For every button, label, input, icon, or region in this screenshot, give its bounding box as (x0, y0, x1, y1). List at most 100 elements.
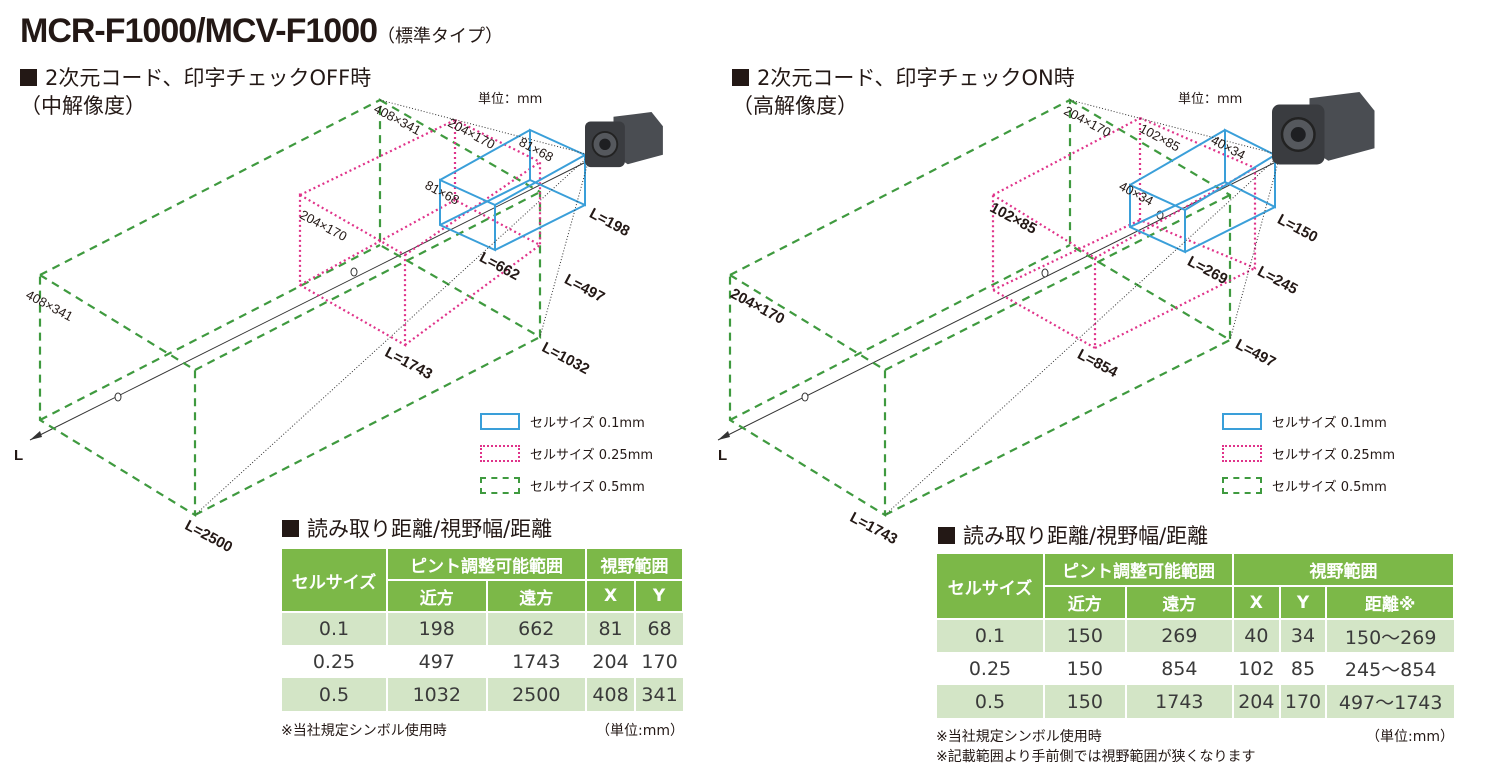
fov-0-25mm-edge (992, 117, 1141, 196)
left-heading: 2次元コード、印字チェックOFF時（中解像度） (20, 64, 371, 120)
table-cell: 150 (1043, 652, 1126, 685)
legend-item: セルサイズ 0.5mm (480, 476, 653, 495)
legend-item: セルサイズ 0.25mm (480, 444, 653, 463)
fov-0-1mm-edge (439, 129, 531, 181)
header-x: X (1232, 585, 1281, 620)
table-cell: 341 (634, 678, 683, 711)
table-cell: 497〜1743 (1325, 685, 1454, 718)
solid-swatch-icon (1222, 413, 1262, 430)
fov-0-5mm-edge (39, 99, 381, 276)
table-cell: 102 (1232, 652, 1280, 685)
legend-label: セルサイズ 0.5mm (530, 480, 645, 495)
fov-0-1mm-edge (1184, 206, 1276, 253)
header-cell-size: セルサイズ (935, 552, 1045, 620)
table-cell: 198 (386, 612, 487, 645)
legend-item: セルサイズ 0.1mm (480, 412, 653, 431)
fov-0-5mm-edge (884, 194, 1231, 371)
fov-0-5mm-edge (194, 336, 541, 516)
header-distance: 距離※ (1325, 585, 1455, 620)
fov-0-1mm-edge (439, 179, 531, 226)
optical-axis (29, 159, 591, 441)
arrow-icon (30, 431, 42, 440)
table-cell: 170 (1278, 685, 1327, 718)
table-cell: 854 (1124, 652, 1234, 685)
table-cell: 0.5 (280, 678, 387, 711)
table-cell: 68 (634, 612, 683, 645)
zero-marker (350, 267, 358, 277)
header-cell-size: セルサイズ (280, 547, 388, 613)
axis-label: L (14, 447, 24, 464)
header-x: X (584, 579, 637, 613)
view-cone-line (1229, 154, 1281, 341)
dashed-swatch-icon (480, 477, 520, 494)
table-cell: 1032 (386, 678, 487, 711)
legend-label: セルサイズ 0.1mm (530, 416, 645, 431)
fov-0-5mm-far-face (378, 98, 542, 339)
header-view-range: 視野範囲 (1232, 552, 1455, 587)
right-unit: 単位：mm (1178, 92, 1243, 107)
legend-right: セルサイズ 0.1mm セルサイズ 0.25mm セルサイズ 0.5mm (1222, 412, 1395, 495)
fov-0-25mm-far-face (1138, 116, 1257, 270)
table-cell: 85 (1278, 652, 1327, 685)
fov-0-25mm-edge (404, 244, 541, 346)
table-cell: 0.1 (280, 612, 387, 645)
zero-marker (1041, 268, 1049, 278)
view-cone-line (1069, 99, 1281, 156)
table-unit-right: （単位:mm） (1366, 729, 1454, 745)
fov-0-25mm-edge (992, 219, 1141, 291)
dotted-swatch-icon (480, 445, 520, 462)
fov-0-5mm-edge (194, 191, 541, 371)
table-note2-right: ※記載範囲より手前側では視野範囲が狭くなります (936, 749, 1256, 765)
dotted-swatch-icon (1222, 445, 1262, 462)
square-bullet-icon (20, 69, 37, 86)
left-unit: 単位：mm (478, 92, 543, 107)
table-cell: 170 (634, 645, 683, 678)
fov-0-25mm-edge (299, 199, 456, 286)
right-heading-1: 2次元コード、印字チェックON時 (757, 66, 1075, 90)
right-heading: 2次元コード、印字チェックON時 （高解像度） (732, 64, 1075, 120)
table-cell: 1743 (485, 645, 586, 678)
legend-label: セルサイズ 0.25mm (1272, 448, 1396, 463)
right-heading-2: （高解像度） (732, 94, 858, 118)
legend-item: セルサイズ 0.25mm (1222, 444, 1395, 463)
table-cell: 150〜269 (1325, 619, 1454, 652)
table-title-left: 読み取り距離/視野幅/距離 (282, 515, 552, 543)
table-title-text: 読み取り距離/視野幅/距離 (307, 517, 553, 541)
view-cone-line (379, 99, 591, 156)
zero-marker (801, 392, 809, 402)
table-cell: 1743 (1124, 685, 1234, 718)
legend-left: セルサイズ 0.1mm セルサイズ 0.25mm セルサイズ 0.5mm (480, 412, 653, 495)
table-cell: 0.25 (935, 652, 1044, 685)
header-near: 近方 (386, 579, 488, 613)
table-cell: 408 (584, 678, 636, 711)
axis-label: L (718, 447, 728, 464)
fov-0-5mm-far-face (1068, 98, 1232, 342)
table-note-right: ※当社規定シンボル使用時 (936, 729, 1102, 745)
table-cell: 40 (1232, 619, 1280, 652)
table-cell: 245〜854 (1325, 652, 1454, 685)
table-cell: 2500 (485, 678, 586, 711)
fov-0-5mm-edge (39, 244, 381, 421)
camera-icon (585, 112, 663, 168)
square-bullet-icon (938, 527, 955, 544)
view-cone-line (884, 154, 1281, 516)
square-bullet-icon (732, 69, 749, 86)
header-far: 遠方 (1124, 585, 1235, 620)
legend-label: セルサイズ 0.5mm (1272, 480, 1387, 495)
table-cell: 0.5 (935, 685, 1044, 718)
camera-icon (1272, 92, 1375, 165)
view-cone-line (539, 154, 591, 338)
table-cell: 150 (1043, 685, 1126, 718)
dashed-swatch-icon (1222, 477, 1262, 494)
legend-label: セルサイズ 0.25mm (530, 448, 654, 463)
zero-marker (114, 392, 122, 402)
table-unit-left: （単位:mm） (596, 723, 684, 739)
table-cell: 81 (584, 612, 636, 645)
fov-0-25mm-edge (299, 119, 456, 196)
